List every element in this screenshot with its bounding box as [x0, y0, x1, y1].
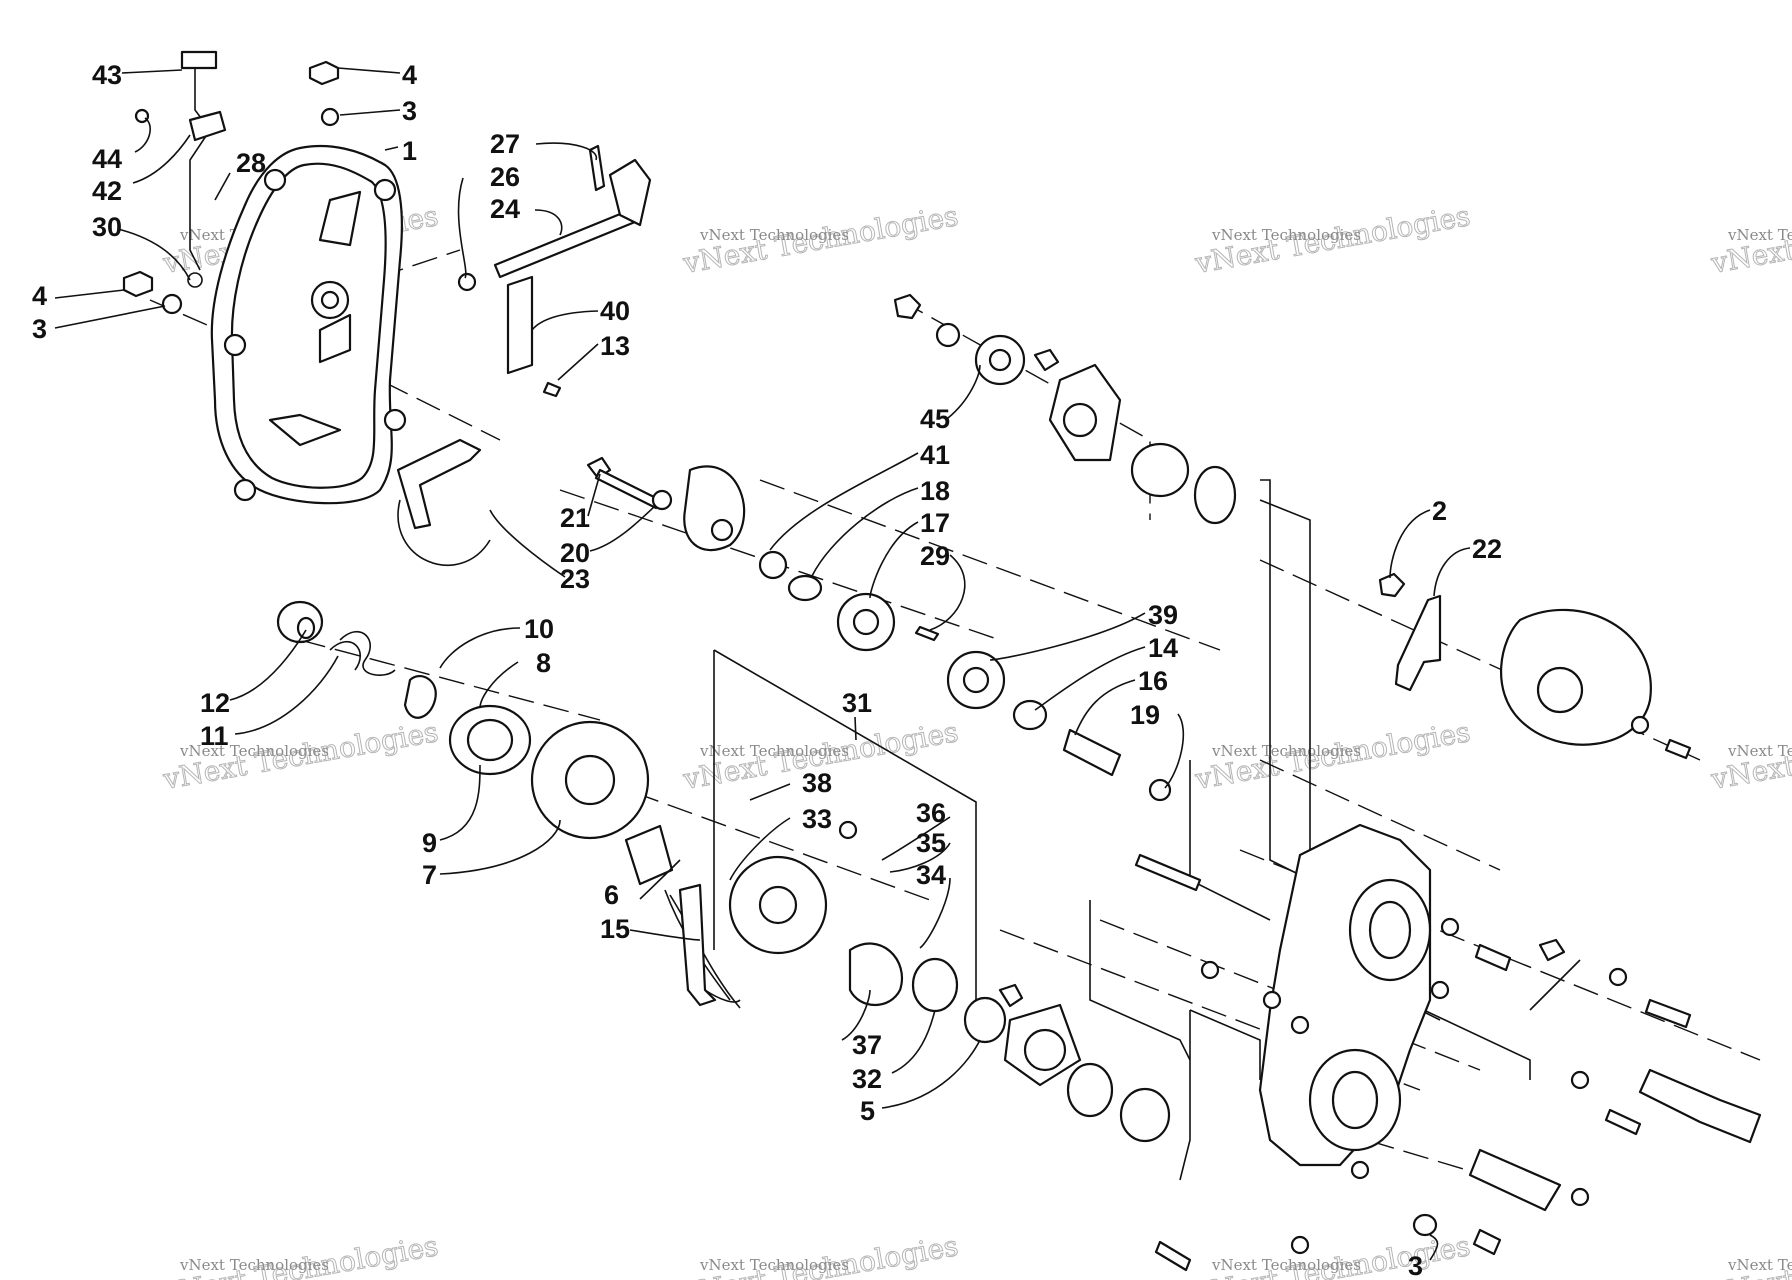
watermark: vNext Technologies vNext Technologies — [1192, 715, 1474, 797]
callout-33: 33 — [802, 804, 832, 834]
callout-40: 40 — [600, 296, 630, 326]
svg-text:vNext Technologies: vNext Technologies — [1727, 742, 1792, 760]
callout-44: 44 — [92, 144, 122, 174]
svg-text:vNext Technologies: vNext Technologies — [699, 742, 849, 760]
watermark: vNext Technologies vNext Technologies — [1708, 199, 1792, 281]
watermark: vNext Technologies vNext Technologies — [1708, 1229, 1792, 1280]
callout-28: 28 — [236, 148, 266, 178]
callout-15: 15 — [600, 914, 630, 944]
callout-18: 18 — [920, 476, 950, 506]
drive-chain — [678, 883, 741, 1007]
callout-19: 19 — [1130, 700, 1160, 730]
callout-29: 29 — [920, 541, 950, 571]
callout-22: 22 — [1472, 534, 1502, 564]
callout-8: 8 — [536, 648, 551, 678]
callout-labels: 43 4 3 1 44 28 42 27 26 24 30 4 3 40 13 … — [32, 60, 1502, 1280]
leader-lines — [54, 67, 1471, 1261]
callout-35: 35 — [916, 828, 946, 858]
svg-text:vNext Technologies: vNext Technologies — [179, 1256, 329, 1274]
watermark: vNext Technologies vNext Technologies — [1192, 1229, 1474, 1280]
watermark: vNext Technologies vNext Technologies — [1192, 199, 1474, 281]
callout-7: 7 — [422, 860, 437, 890]
callout-1: 1 — [402, 136, 417, 166]
callout-4-left: 4 — [32, 281, 47, 311]
callout-16: 16 — [1138, 666, 1168, 696]
callout-23: 23 — [560, 564, 590, 594]
callout-42: 42 — [92, 176, 122, 206]
lower-bearing-group — [998, 983, 1171, 1143]
callout-37: 37 — [852, 1030, 882, 1060]
right-fasteners — [1134, 853, 1762, 1272]
svg-text:vNext Technologies: vNext Technologies — [1211, 1256, 1361, 1274]
chaincase-cover — [210, 144, 407, 505]
callout-9: 9 — [422, 828, 437, 858]
callout-39: 39 — [1148, 600, 1178, 630]
callout-26: 26 — [490, 162, 520, 192]
callout-31: 31 — [842, 688, 872, 718]
right-bracket — [1378, 572, 1692, 760]
callout-24: 24 — [490, 194, 520, 224]
middle-shaft-parts — [586, 456, 1172, 802]
callout-38: 38 — [802, 768, 832, 798]
callout-3-bottom: 3 — [1408, 1251, 1423, 1280]
watermark: vNext Technologies vNext Technologies — [680, 199, 962, 281]
callout-14: 14 — [1148, 633, 1178, 663]
left-gear-group — [276, 600, 1007, 1044]
chaincase-housing — [1258, 823, 1450, 1180]
watermark: vNext Technologies vNext Technologies — [1708, 715, 1792, 797]
svg-text:vNext Technologies: vNext Technologies — [699, 226, 849, 244]
svg-text:vNext Technologies: vNext Technologies — [1727, 226, 1792, 244]
callout-27: 27 — [490, 129, 520, 159]
upper-left-parts — [122, 50, 652, 566]
callout-10: 10 — [524, 614, 554, 644]
callout-36: 36 — [916, 798, 946, 828]
callout-5: 5 — [860, 1096, 875, 1126]
upper-right-bearing — [893, 293, 1237, 525]
svg-text:vNext Technologies: vNext Technologies — [1727, 1256, 1792, 1274]
watermark: vNext Technologies vNext Technologies — [160, 1229, 442, 1280]
callout-11: 11 — [200, 721, 229, 751]
callout-13: 13 — [600, 331, 630, 361]
callout-41: 41 — [920, 440, 950, 470]
callout-3-top: 3 — [402, 96, 417, 126]
callout-12: 12 — [200, 688, 230, 718]
watermark: vNext Technologies vNext Technologies — [680, 1229, 962, 1280]
callout-2: 2 — [1432, 496, 1447, 526]
callout-43: 43 — [92, 60, 122, 90]
callout-20: 20 — [560, 538, 590, 568]
callout-32: 32 — [852, 1064, 882, 1094]
svg-text:vNext Technologies: vNext Technologies — [179, 742, 329, 760]
callout-45: 45 — [920, 404, 950, 434]
callout-4-top: 4 — [402, 60, 417, 90]
callout-34: 34 — [916, 860, 946, 890]
callout-30: 30 — [92, 212, 122, 242]
callout-3-left: 3 — [32, 314, 47, 344]
callout-21: 21 — [560, 503, 590, 533]
svg-text:vNext Technologies: vNext Technologies — [1211, 742, 1361, 760]
svg-text:vNext Technologies: vNext Technologies — [1211, 226, 1361, 244]
svg-text:vNext Technologies: vNext Technologies — [699, 1256, 849, 1274]
callout-6: 6 — [604, 880, 619, 910]
callout-17: 17 — [920, 508, 950, 538]
